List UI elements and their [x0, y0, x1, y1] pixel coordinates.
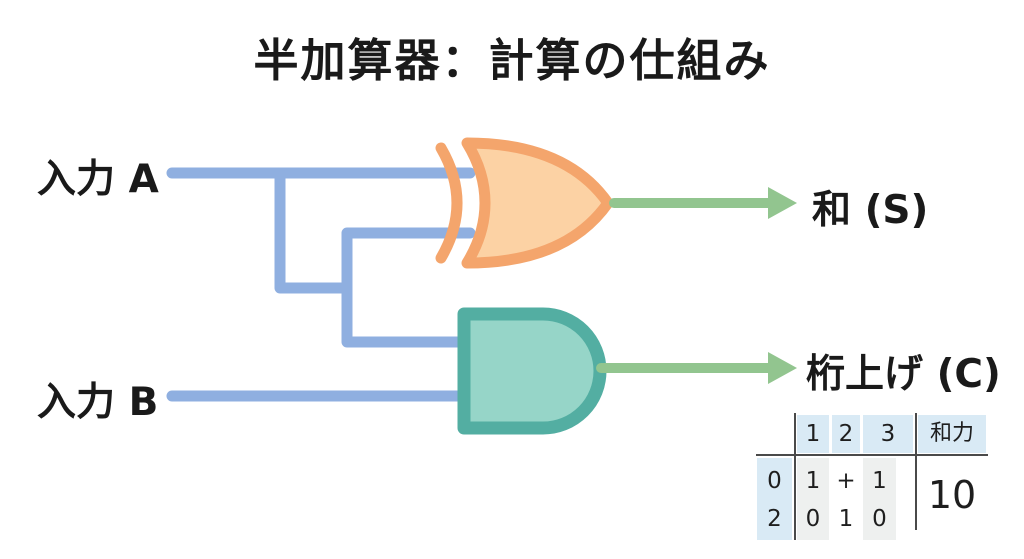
table-col-band	[797, 458, 829, 540]
addition-table: 1 2 3 和力 0 1 + 1 2 0 1 0 10	[756, 413, 996, 545]
sum-arrow	[609, 187, 797, 219]
input-a-label: 入力 A	[37, 157, 159, 202]
xor-gate-leading-curve	[435, 142, 463, 264]
xor-gate	[461, 137, 614, 269]
table-cell: 1	[872, 467, 887, 494]
input-b-label: 入力 B	[37, 380, 159, 425]
table-cell: 1	[838, 505, 854, 532]
carry-arrow	[596, 352, 797, 384]
table-cell: 0	[805, 505, 821, 532]
table-horizontal-line	[756, 454, 988, 456]
table-col-band	[863, 458, 896, 540]
carry-output-label: 桁上げ (C)	[806, 352, 1001, 397]
wire-branch-a	[274, 167, 350, 294]
table-vertical-line	[794, 413, 796, 540]
sum-output-label: 和 (S)	[812, 188, 929, 233]
table-header-cell: 3	[863, 415, 913, 453]
table-cell: +	[836, 467, 856, 494]
table-result: 10	[927, 473, 977, 517]
table-vertical-line	[915, 413, 917, 530]
table-cell: 0	[767, 467, 782, 494]
table-header-cell: 1	[797, 415, 829, 453]
wire-connector	[341, 227, 476, 348]
page-title: 半加算器：計算の仕組み	[253, 34, 771, 87]
and-gate	[457, 307, 607, 435]
table-header-cell: 和力	[918, 415, 986, 453]
table-cell: 2	[767, 505, 782, 532]
table-cell: 0	[872, 505, 887, 532]
table-header-cell: 2	[832, 415, 860, 453]
table-col-band	[757, 458, 792, 540]
table-cell: 1	[805, 467, 821, 494]
